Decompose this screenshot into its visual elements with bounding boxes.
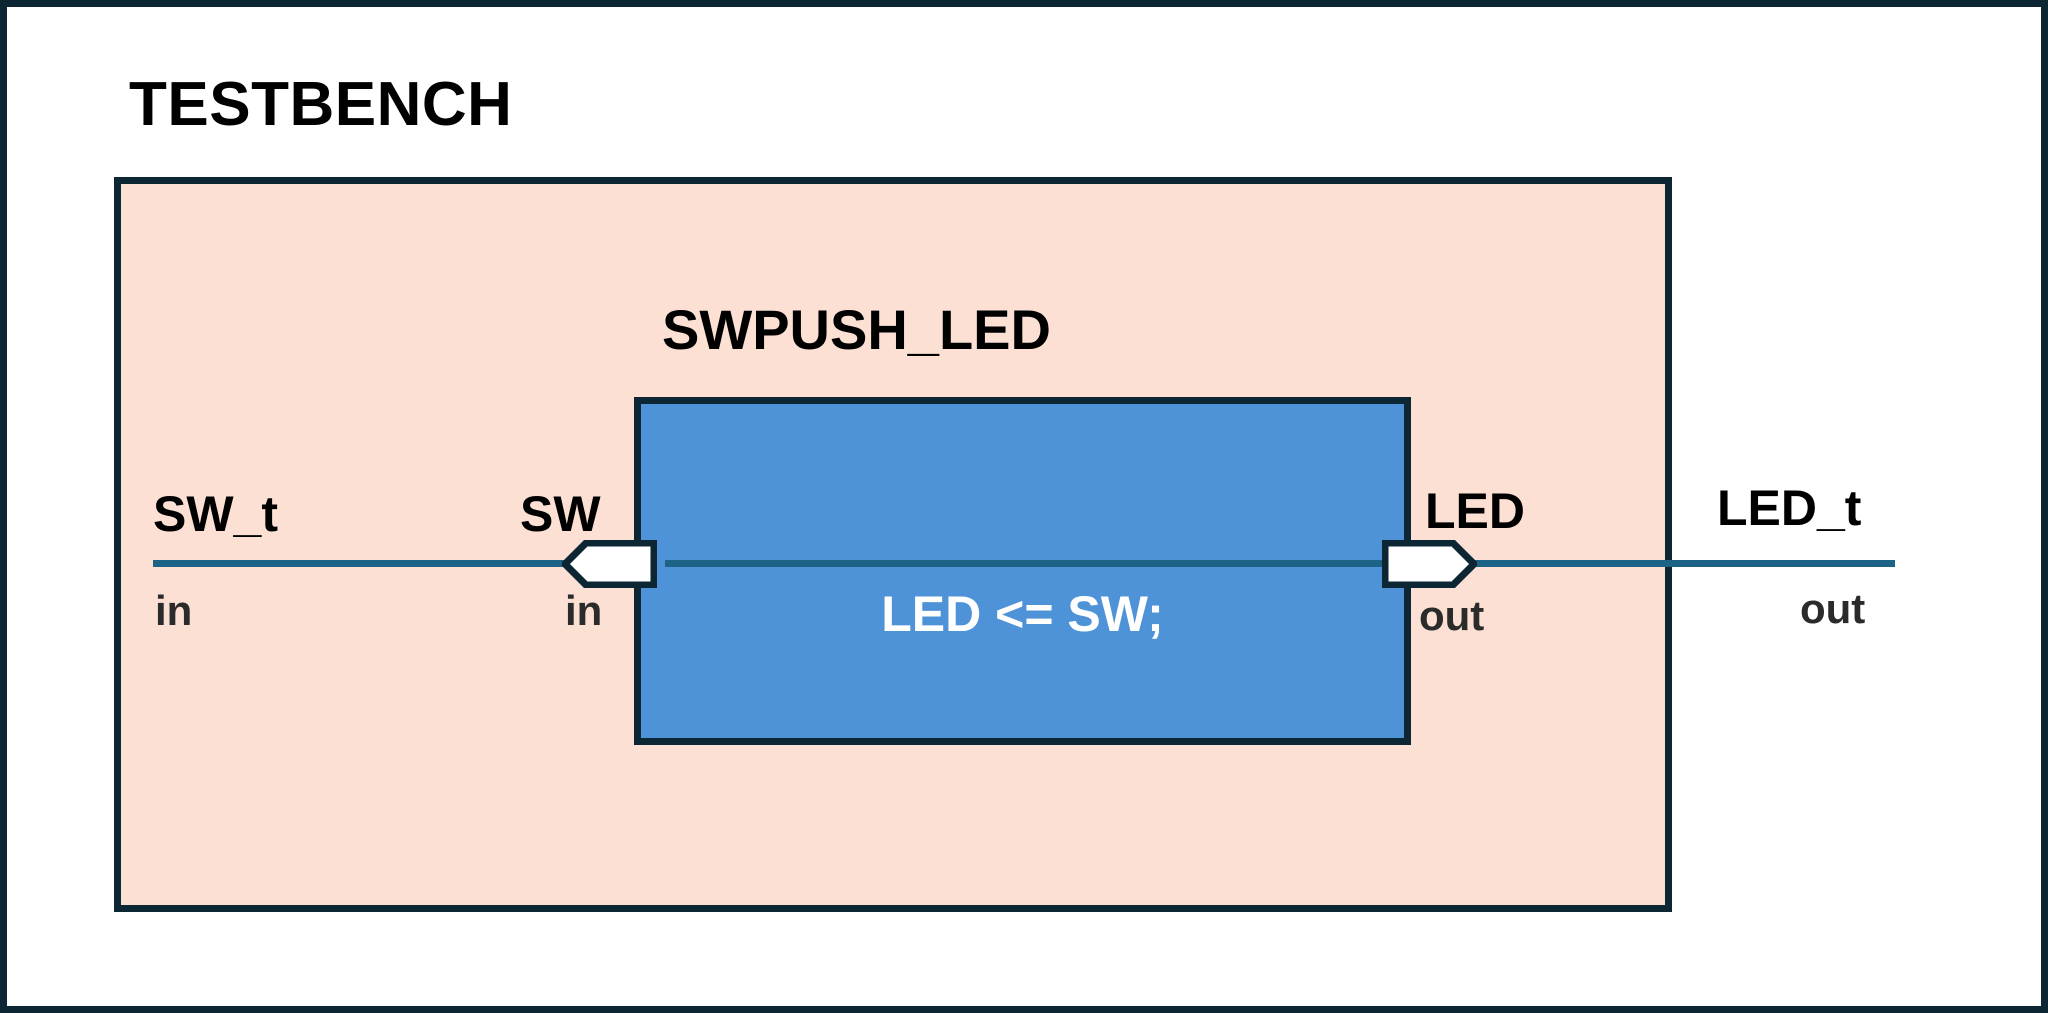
signal-label-led-t: LED_t [1717, 480, 1862, 536]
input-port-icon [562, 540, 657, 588]
wire-segment-right [1475, 560, 1895, 567]
dut-module-title: SWPUSH_LED [662, 298, 1051, 361]
signal-direction-sw-t: in [155, 587, 193, 634]
port-direction-sw: in [565, 587, 603, 634]
wire-segment-middle [665, 560, 1385, 567]
port-direction-led: out [1419, 592, 1485, 639]
testbench-title: TESTBENCH [129, 70, 513, 139]
port-label-sw: SW [520, 486, 601, 542]
port-label-led: LED [1425, 483, 1525, 539]
wire-segment-left [153, 560, 571, 567]
signal-label-sw-t: SW_t [153, 486, 278, 542]
dut-module-box [634, 397, 1411, 745]
signal-direction-led-t: out [1800, 585, 1866, 632]
dut-code-statement: LED <= SW; [881, 586, 1164, 642]
output-port-icon [1382, 540, 1477, 588]
